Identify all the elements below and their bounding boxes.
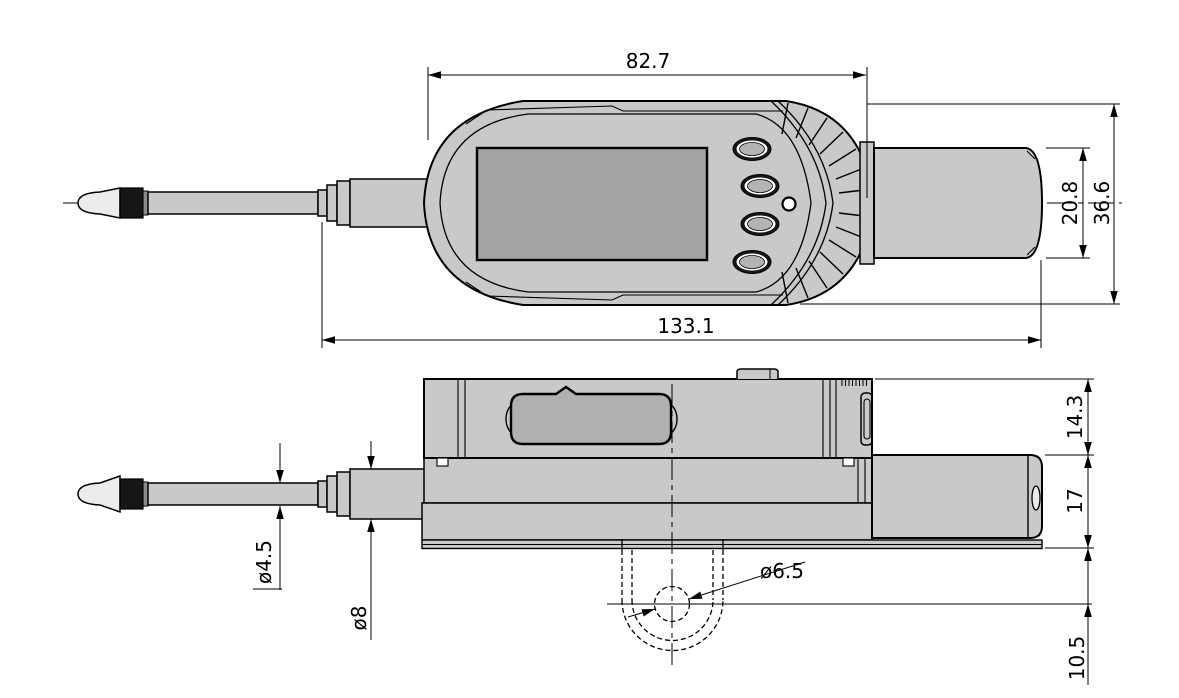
side-stem-ring-small xyxy=(317,480,328,508)
side-probe-tip xyxy=(77,474,121,514)
dim-overall-length-label: 133.1 xyxy=(657,314,714,338)
stem-ring-small xyxy=(317,189,328,217)
button-3 xyxy=(740,212,780,236)
top-tab xyxy=(736,368,779,379)
side-probe-collar xyxy=(119,478,144,510)
battery-cover xyxy=(509,385,673,446)
base-plate xyxy=(421,502,873,541)
dim-mid-section-height: 17 xyxy=(1045,455,1094,549)
button-4 xyxy=(732,250,772,274)
dim-spindle-dia: ø4.5 xyxy=(252,443,284,590)
housing-seams xyxy=(457,379,866,503)
button-1 xyxy=(732,137,772,161)
dim-rear-cylinder-height-label: 20.8 xyxy=(1058,181,1082,226)
side-stem-collar xyxy=(336,471,351,517)
probe-tip xyxy=(77,187,121,219)
dim-body-height: 36.6 xyxy=(800,103,1120,305)
stem-collar xyxy=(336,180,351,226)
side-view: 14.3 17 10.5 ø4.5 xyxy=(77,368,1094,685)
dim-body-width: 82.7 xyxy=(427,49,868,198)
side-stem-ring xyxy=(326,475,338,513)
stem-ring xyxy=(326,184,338,222)
dim-rear-cylinder-height: 20.8 xyxy=(1046,147,1090,259)
rear-cylinder xyxy=(873,147,1044,259)
end-cap-oval xyxy=(1031,485,1041,511)
bevel-line-bottom xyxy=(465,281,783,301)
lcd-screen xyxy=(475,146,709,262)
probe-collar xyxy=(119,187,144,219)
cap-notch-top xyxy=(1026,150,1036,160)
dim-top-section-height: 14.3 xyxy=(875,378,1094,456)
mounting-lug xyxy=(607,539,1092,652)
button-2 xyxy=(740,174,780,198)
bezel-outline xyxy=(439,113,812,293)
dim-lug-hole-dia-label: ø6.5 xyxy=(760,559,804,583)
dim-body-height-label: 36.6 xyxy=(1090,181,1114,226)
housing-notch-right xyxy=(842,457,855,467)
side-knurl-ticks xyxy=(841,380,867,386)
connector-slot-inner xyxy=(863,398,871,440)
top-view: 82.7 133.1 20.8 36.6 xyxy=(63,49,1122,348)
dim-mid-section-height-label: 17 xyxy=(1063,488,1087,513)
dim-lug-hole-dia: ø6.5 xyxy=(627,559,806,618)
dim-stem-dia: ø8 xyxy=(347,441,375,640)
indicator-led xyxy=(781,196,797,212)
bevel-line-top xyxy=(465,105,783,125)
dim-lug-hole-offset: 10.5 xyxy=(1065,548,1092,685)
dim-top-section-height-label: 14.3 xyxy=(1063,395,1087,440)
cap-notch-bottom xyxy=(1026,246,1036,256)
dim-body-width-label: 82.7 xyxy=(626,49,671,73)
side-stem xyxy=(349,468,429,520)
side-spindle xyxy=(147,482,319,506)
housing-notch-left xyxy=(436,457,449,467)
side-rear-cylinder xyxy=(871,454,1043,539)
dim-lug-hole-offset-label: 10.5 xyxy=(1065,636,1089,681)
stem xyxy=(349,178,429,228)
connector-slot xyxy=(860,392,873,446)
button-group xyxy=(732,137,797,274)
spindle xyxy=(147,191,319,215)
dim-spindle-dia-label: ø4.5 xyxy=(252,540,276,584)
dim-overall-length: 133.1 xyxy=(321,222,1042,348)
dim-stem-dia-label: ø8 xyxy=(347,606,371,631)
mid-section xyxy=(423,457,873,504)
